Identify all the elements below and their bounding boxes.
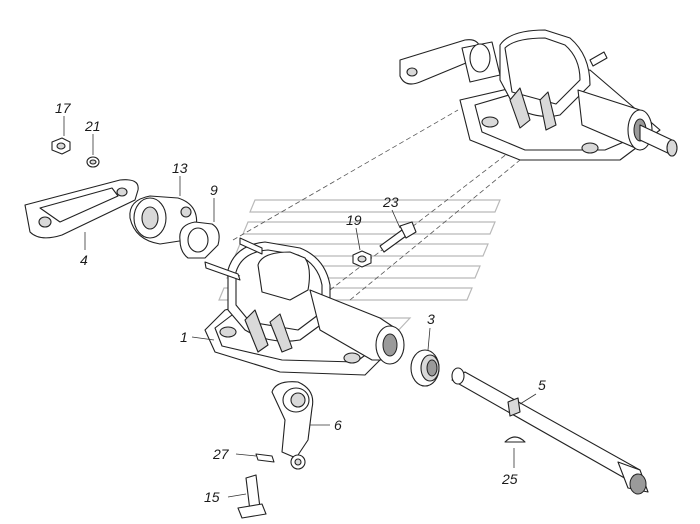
bolt-part-23 <box>379 221 417 253</box>
callout-4: 4 <box>80 252 88 268</box>
lever-part-6 <box>271 381 314 470</box>
gasket-part-9 <box>179 221 220 259</box>
callout-labels: 17 21 4 13 9 1 19 23 3 5 25 6 27 15 <box>55 100 546 505</box>
washer-part-21 <box>86 156 100 168</box>
flange-part-13 <box>129 195 198 245</box>
seal-ring-part-3 <box>410 349 440 387</box>
callout-1: 1 <box>180 329 188 345</box>
assembly-guide-lines <box>232 109 521 301</box>
callout-19: 19 <box>346 212 362 228</box>
callout-23: 23 <box>382 194 399 210</box>
callout-21: 21 <box>84 118 101 134</box>
callout-9: 9 <box>210 182 218 198</box>
shaft-part-5 <box>451 367 649 495</box>
housing-part-1 <box>204 237 405 376</box>
assembled-housing-top <box>399 29 678 161</box>
callout-6: 6 <box>334 417 342 433</box>
leader-lines <box>63 116 537 498</box>
nut-part-19 <box>352 250 372 268</box>
callout-27: 27 <box>212 446 230 462</box>
callout-5: 5 <box>538 377 546 393</box>
callout-15: 15 <box>204 489 220 505</box>
nut-part-17 <box>51 137 71 155</box>
callout-25: 25 <box>501 471 518 487</box>
key-part-25 <box>504 436 526 443</box>
pin-part-27 <box>255 453 275 463</box>
callout-3: 3 <box>427 311 435 327</box>
callout-13: 13 <box>172 160 188 176</box>
bolt-part-15 <box>237 474 267 519</box>
callout-17: 17 <box>55 100 72 116</box>
bracket-part-4 <box>24 179 139 239</box>
